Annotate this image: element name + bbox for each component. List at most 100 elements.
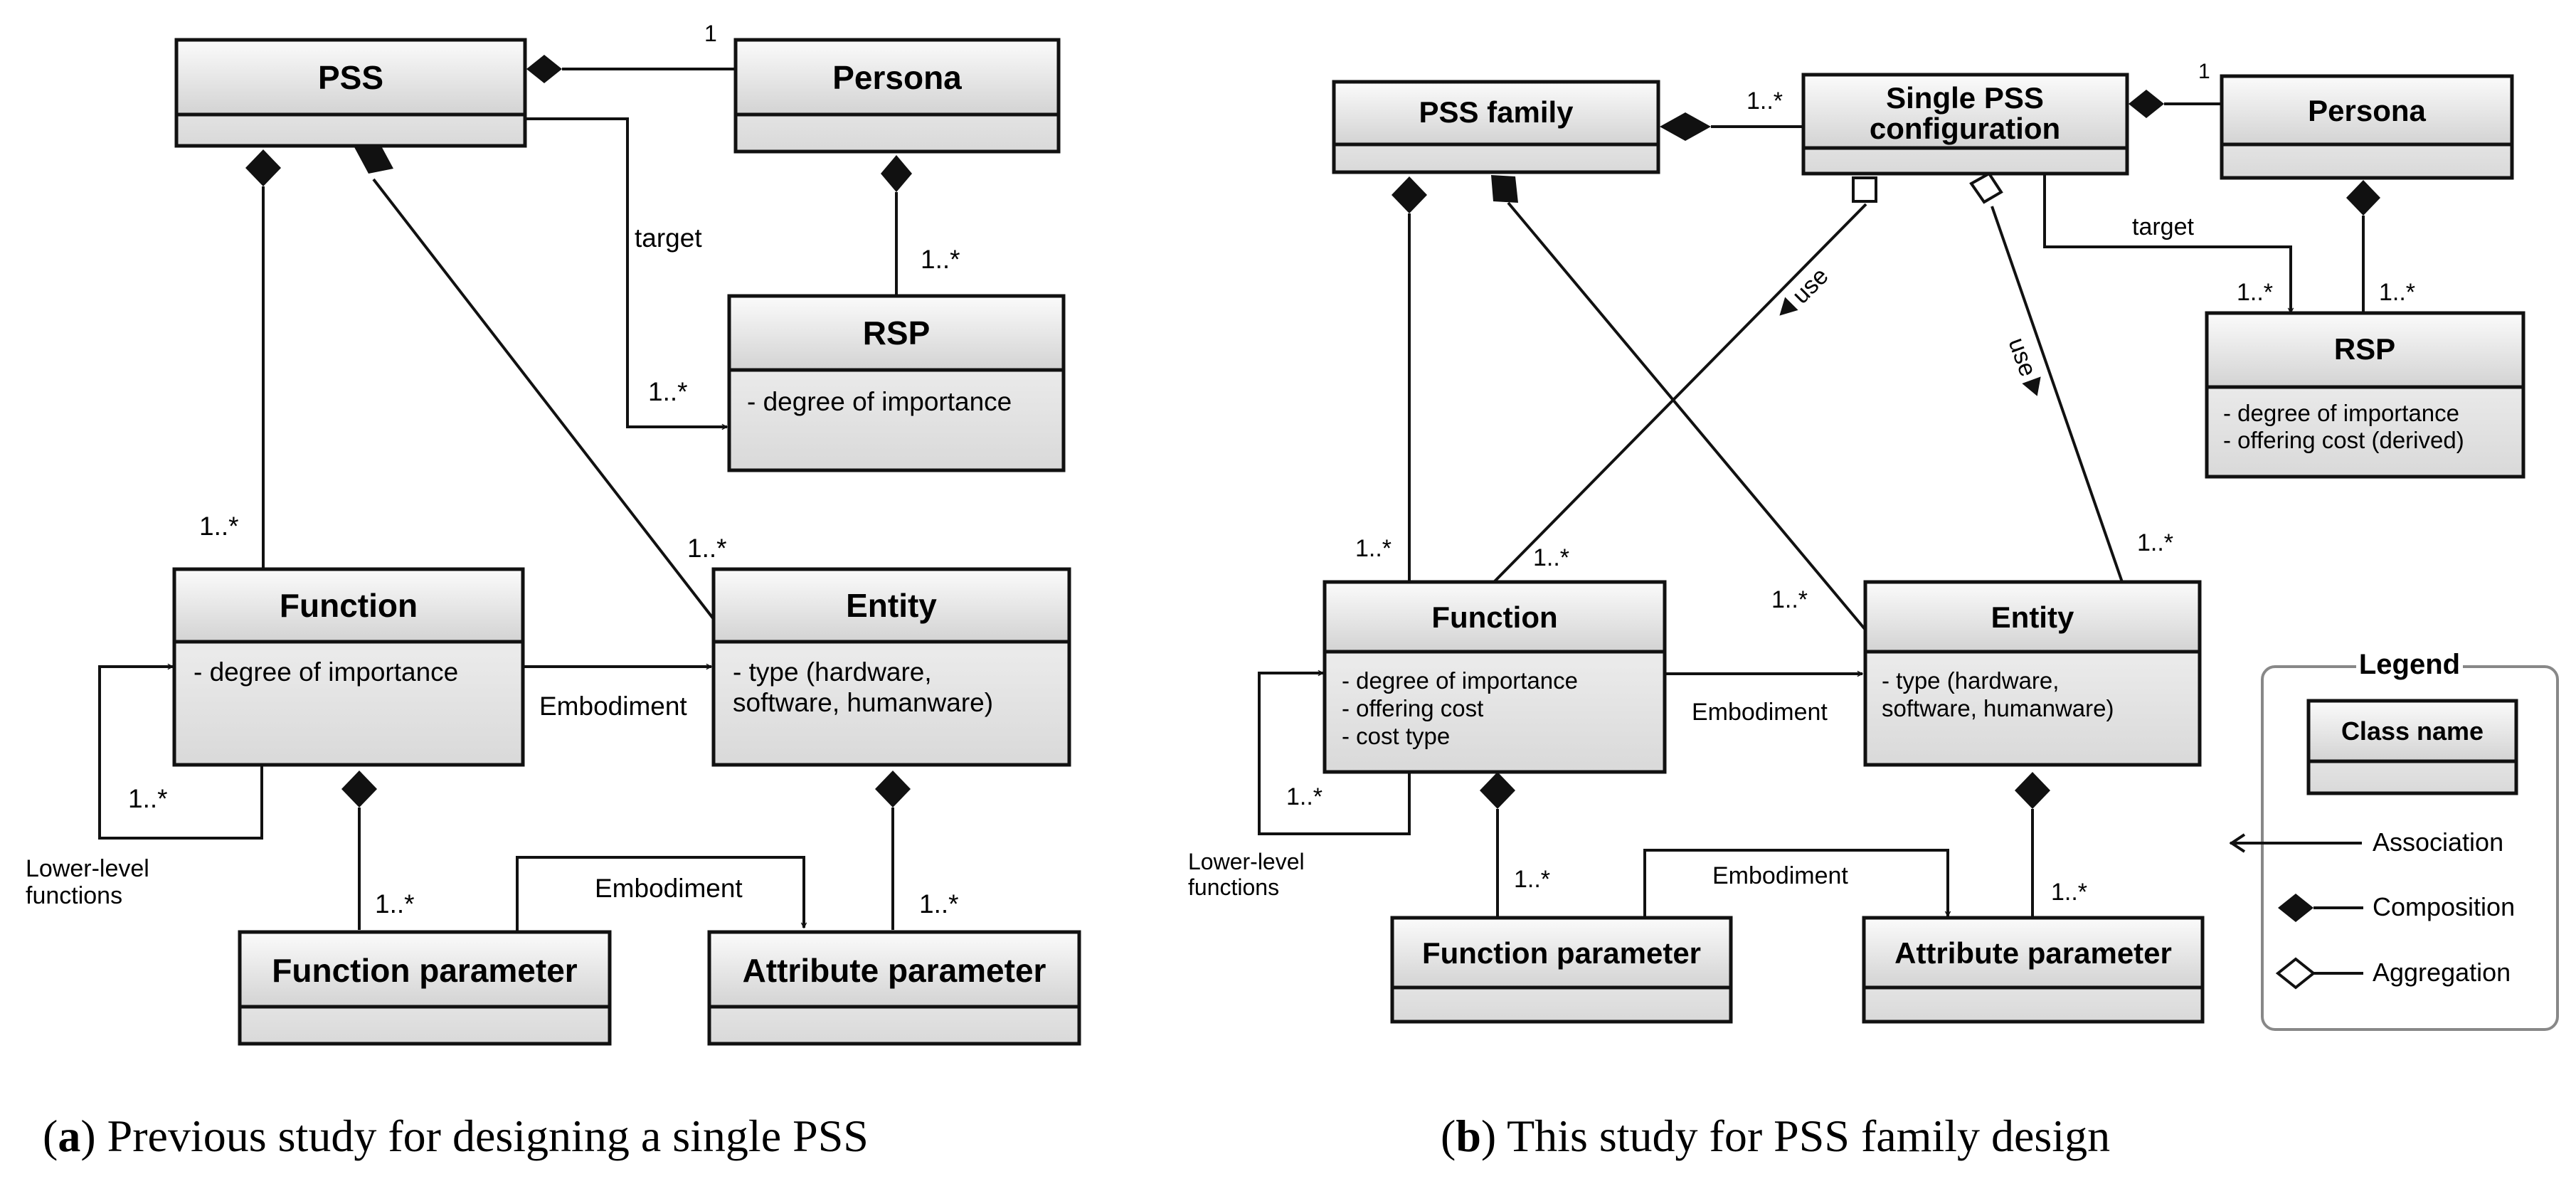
composition-diamond <box>881 155 912 192</box>
edge-fparam-aparam-embodiment <box>516 856 804 932</box>
class-name: Persona <box>2308 94 2426 127</box>
multiplicity-label: 1..* <box>648 377 688 406</box>
composition-diamond <box>1491 175 1518 203</box>
class-attribute: - degree of importance <box>2223 400 2459 426</box>
composition-diamond <box>341 771 377 808</box>
class-function-parameter[interactable]: Function parameter <box>1390 916 1733 1024</box>
edge-pss-entity <box>372 178 715 620</box>
class-single-pss-configuration[interactable]: Single PSS configuration <box>1801 73 2129 176</box>
class-pss-family[interactable]: PSS family <box>1332 80 1660 174</box>
class-name: Persona <box>832 59 962 96</box>
multiplicity-label: 1..* <box>2137 529 2173 556</box>
multiplicity-label: 1..* <box>921 245 960 274</box>
class-persona[interactable]: Persona <box>733 38 1061 154</box>
multiplicity-label: 1..* <box>1514 866 1550 893</box>
class-name: Single PSS <box>1886 81 2044 115</box>
class-attribute: - offering cost <box>1342 695 1483 721</box>
composition-diamond <box>2129 90 2164 118</box>
class-rsp[interactable]: RSP - degree of importance <box>727 294 1066 472</box>
class-attribute: - cost type <box>1342 723 1450 749</box>
class-attribute: software, humanware) <box>1882 695 2114 721</box>
association-label: Lower-level <box>26 855 149 882</box>
use-label-left: use <box>1779 263 1834 316</box>
class-attribute: - degree of importance <box>1342 667 1578 694</box>
class-name: Function parameter <box>272 952 578 989</box>
panel-a-labels: 1 target 1..* 1..* 1..* 1..* Embodiment … <box>26 21 960 919</box>
association-label: functions <box>1188 874 1279 900</box>
composition-diamond <box>875 771 911 808</box>
caption-letter: a <box>58 1111 80 1161</box>
association-label: Embodiment <box>1692 699 1828 726</box>
multiplicity-label: 1..* <box>687 534 727 563</box>
class-name: PSS <box>318 59 383 96</box>
use-label-right: use <box>2003 334 2042 396</box>
aggregation-diamond <box>1969 171 2003 204</box>
class-entity[interactable]: Entity - type (hardware, software, human… <box>711 567 1071 767</box>
multiplicity-label: 1..* <box>199 512 239 541</box>
association-label: target <box>2132 213 2194 240</box>
legend: Legend Class name Association Compositio… <box>2229 649 2559 1031</box>
multiplicity-label: 1..* <box>1771 586 1808 613</box>
direction-triangle-icon <box>1779 297 1798 316</box>
caption-b: (b) This study for PSS family design <box>1441 1111 2110 1161</box>
multiplicity-label: 1..* <box>1286 783 1323 810</box>
composition-diamond <box>1392 176 1427 213</box>
multiplicity-label: 1..* <box>375 889 415 919</box>
multiplicity-label: 1..* <box>2051 879 2087 906</box>
legend-class-sample: Class name <box>2306 699 2518 795</box>
panel-b-labels: 1..* 1 target 1..* 1..* use use 1..* 1..… <box>1188 60 2415 906</box>
class-attribute: - type (hardware, <box>1882 667 2059 694</box>
class-pss[interactable]: PSS <box>174 38 527 148</box>
composition-diamond <box>526 55 562 83</box>
multiplicity-label: 1..* <box>1533 544 1569 571</box>
caption-text: ) This study for PSS family design <box>1481 1111 2110 1161</box>
class-attribute: - offering cost (derived) <box>2223 427 2464 453</box>
class-entity[interactable]: Entity - type (hardware, software, human… <box>1863 580 2202 767</box>
class-attribute: - type (hardware, <box>733 657 932 687</box>
composition-diamond <box>1660 112 1711 141</box>
class-attribute: software, humanware) <box>733 688 993 717</box>
class-attribute: - degree of importance <box>747 387 1012 416</box>
class-rsp[interactable]: RSP - degree of importance - offering co… <box>2205 311 2525 479</box>
multiplicity-label: 1..* <box>2237 279 2273 306</box>
multiplicity-label: 1..* <box>2379 279 2415 306</box>
caption-letter: b <box>1456 1111 1481 1161</box>
composition-diamond <box>354 141 393 174</box>
edge-function-self <box>98 667 263 840</box>
legend-association-arrow-icon <box>2229 833 2246 853</box>
class-persona[interactable]: Persona <box>2220 74 2514 180</box>
class-name: Function parameter <box>1422 936 1701 970</box>
class-function-parameter[interactable]: Function parameter <box>238 930 612 1046</box>
multiplicity-label: 1..* <box>1747 88 1783 115</box>
composition-diamond <box>2015 772 2050 809</box>
multiplicity-label: 1 <box>2198 60 2210 83</box>
composition-diamond <box>245 149 281 186</box>
multiplicity-label: 1..* <box>128 784 168 813</box>
legend-class-name: Class name <box>2341 716 2484 746</box>
class-name: Function <box>280 587 418 624</box>
caption-text: ) Previous study for designing a single … <box>80 1111 869 1161</box>
composition-diamond <box>1480 772 1515 809</box>
legend-association-label: Association <box>2373 827 2503 857</box>
class-name: Entity <box>846 587 937 624</box>
legend-composition-label: Composition <box>2373 892 2515 921</box>
class-attribute-parameter[interactable]: Attribute parameter <box>1862 916 2205 1024</box>
class-function[interactable]: Function - degree of importance - offeri… <box>1323 580 1667 774</box>
class-function[interactable]: Function - degree of importance <box>172 567 525 767</box>
multiplicity-label: 1..* <box>1355 535 1392 562</box>
multiplicity-label: 1..* <box>919 889 959 919</box>
edge-fparam-aparam-embodiment <box>1643 849 1948 918</box>
association-label: Embodiment <box>595 874 743 903</box>
class-name: PSS family <box>1419 95 1574 129</box>
edge-config-function-use <box>1493 203 1867 583</box>
association-label: use <box>2003 334 2041 381</box>
panel-b: PSS family Single PSS configuration Pers… <box>1188 60 2559 1161</box>
legend-composition-diamond-icon <box>2278 894 2313 922</box>
direction-triangle-icon <box>2022 376 2041 396</box>
class-attribute-parameter[interactable]: Attribute parameter <box>707 930 1081 1046</box>
class-name: Entity <box>1991 600 2074 634</box>
legend-title: Legend <box>2359 649 2460 680</box>
edge-config-entity-use <box>1991 206 2124 583</box>
association-label: Embodiment <box>1712 862 1848 889</box>
association-label: use <box>1787 263 1834 309</box>
